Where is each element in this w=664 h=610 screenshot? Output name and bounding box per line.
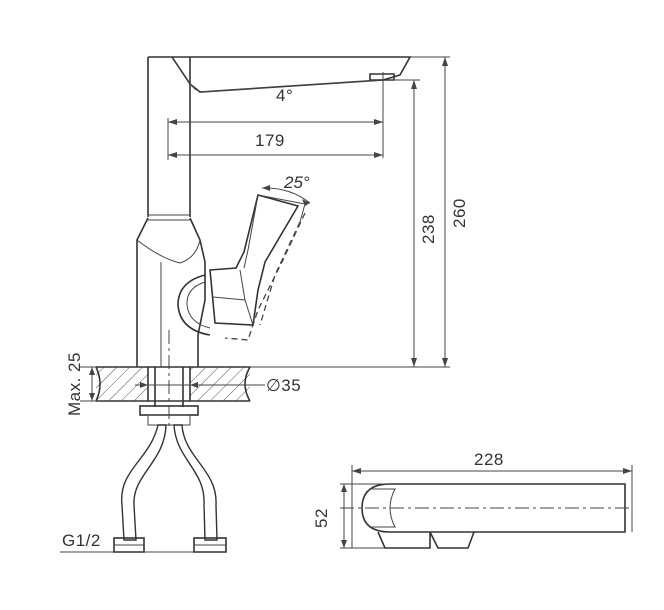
supply-hoses <box>113 424 227 553</box>
deck-break-right <box>244 366 251 402</box>
label-hole-diameter: ∅35 <box>266 376 301 395</box>
deck-hatch-left <box>96 367 148 401</box>
label-top-width: 52 <box>312 508 331 528</box>
body-curve-inner <box>186 281 211 329</box>
label-height-aerator: 238 <box>419 214 438 244</box>
hose-right <box>173 424 218 541</box>
body-shoulder <box>136 239 201 264</box>
deck-break-left <box>95 366 101 402</box>
deck-section <box>95 330 251 430</box>
handle-edges <box>212 194 259 326</box>
label-inlet-thread: G1/2 <box>62 531 101 550</box>
label-overall-height: 260 <box>450 198 469 228</box>
top-view-handle <box>377 531 475 549</box>
label-max-deck: Max. 25 <box>65 352 84 416</box>
handle-lever-top <box>257 194 306 223</box>
label-top-length: 228 <box>474 450 504 469</box>
faucet-column <box>147 57 191 217</box>
handle-rotated-position <box>224 212 306 341</box>
faucet-top-view <box>340 465 633 549</box>
faucet-body <box>136 217 206 367</box>
top-view-spout <box>361 483 626 533</box>
faucet-side-view <box>136 56 412 367</box>
label-handle-angle: 25° <box>283 173 310 192</box>
dim-4deg-line <box>199 79 384 93</box>
spout-bevel <box>171 56 197 91</box>
body-curve <box>177 274 211 336</box>
label-spout-angle: 4° <box>276 86 293 105</box>
handle <box>209 194 300 326</box>
deck-hatch-right <box>190 367 250 401</box>
mounting-shank <box>154 367 184 407</box>
hose-left <box>121 424 167 541</box>
label-spout-reach: 179 <box>255 131 285 150</box>
dimensions-side <box>60 56 450 553</box>
